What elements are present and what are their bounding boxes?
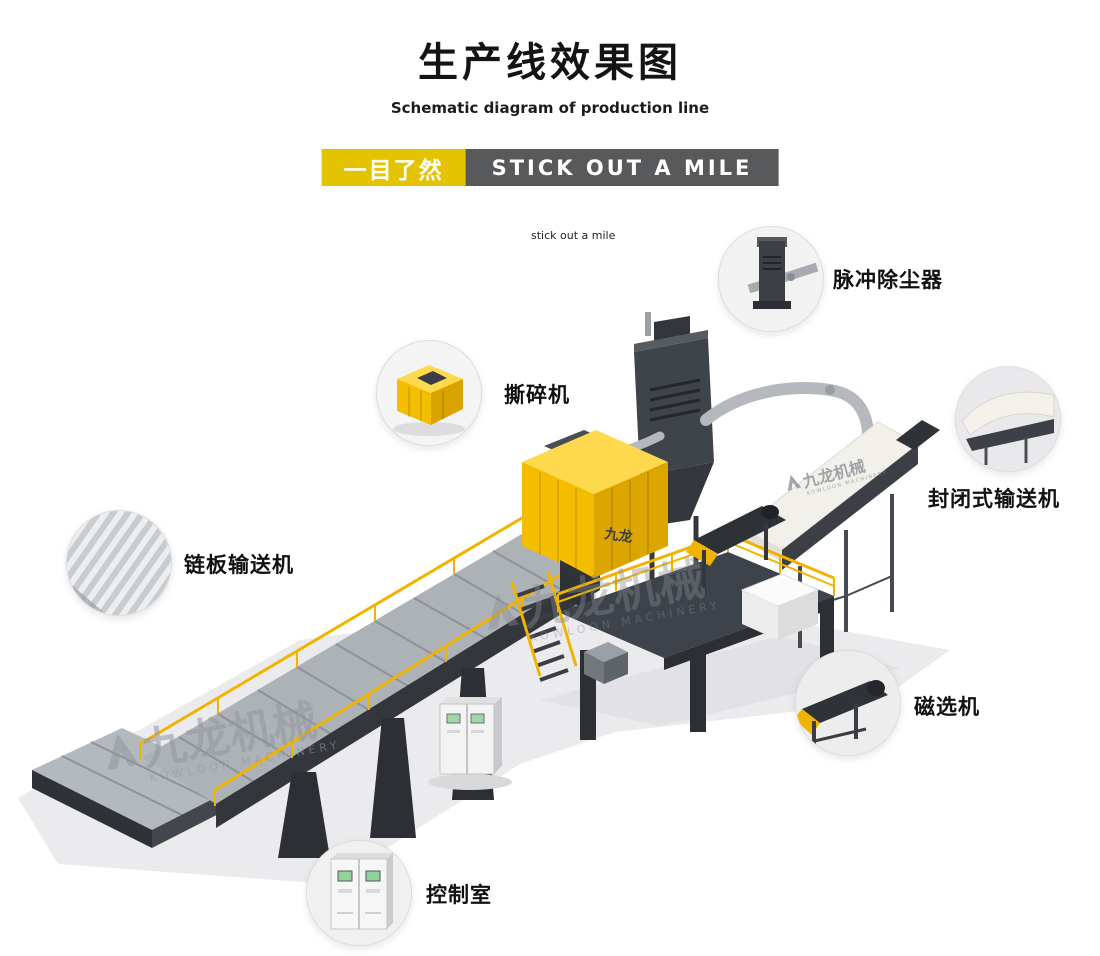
callout-enclosed-conveyor — [955, 366, 1061, 472]
label-pulse-dust-collector: 脉冲除尘器 — [833, 268, 943, 292]
callout-shredder — [376, 340, 482, 446]
magnetic-separator-machine — [686, 505, 786, 596]
callout-magnetic-separator — [795, 650, 901, 756]
callout-control-room — [306, 840, 412, 946]
page-subtitle: Schematic diagram of production line — [390, 99, 710, 117]
page-title: 生产线效果图 — [418, 40, 682, 86]
chain-plate-conveyor-thumbnail — [67, 511, 171, 615]
shredder-brand-label: 九龙 — [602, 525, 633, 546]
label-chain-plate-conveyor: 链板输送机 — [184, 553, 294, 577]
callout-pulse-dust-collector — [718, 226, 824, 332]
tagline: stick out a mile — [531, 229, 616, 242]
label-enclosed-conveyor: 封闭式输送机 — [928, 487, 1060, 511]
control-cabinet — [428, 697, 512, 790]
label-shredder: 撕碎机 — [504, 383, 570, 407]
magnetic-separator-thumbnail — [796, 651, 900, 755]
shredder-thumbnail — [377, 341, 481, 445]
pulse-dust-collector-thumbnail — [719, 227, 823, 331]
equipment-box — [584, 642, 628, 684]
label-control-room: 控制室 — [426, 883, 492, 907]
label-magnetic-separator: 磁选机 — [914, 695, 980, 719]
stairs — [510, 571, 578, 682]
enclosed-conveyor-thumbnail — [956, 367, 1060, 471]
banner: 一目了然 STICK OUT A MILE — [321, 149, 779, 186]
control-room-thumbnail — [307, 841, 411, 945]
ground-shadow — [540, 636, 900, 726]
banner-zh-label: 一目了然 — [321, 149, 466, 186]
callout-chain-plate-conveyor — [66, 510, 172, 616]
banner-en-label: STICK OUT A MILE — [465, 149, 779, 186]
collection-bin — [740, 573, 820, 640]
